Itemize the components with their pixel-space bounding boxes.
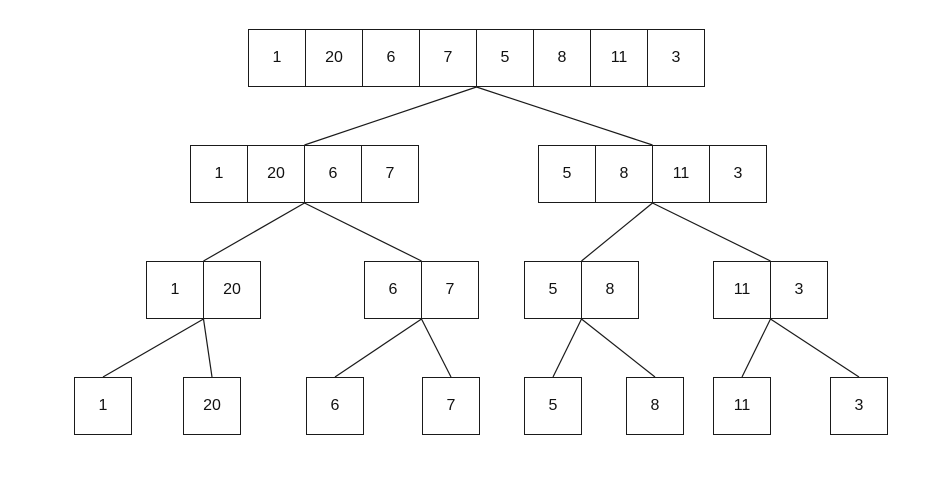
tree-edge	[770, 318, 860, 378]
array-cell: 8	[533, 29, 591, 87]
tree-edge	[581, 202, 653, 262]
tree-node-level-3: 20	[183, 377, 241, 435]
array-cell: 5	[538, 145, 596, 203]
tree-node-level-3: 1	[74, 377, 132, 435]
tree-edge	[741, 318, 772, 378]
tree-node-level-3: 8	[626, 377, 684, 435]
tree-edge	[304, 86, 477, 146]
tree-edge	[420, 318, 452, 378]
tree-edge	[102, 318, 204, 378]
tree-edge	[476, 86, 653, 146]
tree-node-level-3: 3	[830, 377, 888, 435]
tree-node-level-3: 11	[713, 377, 771, 435]
array-cell: 6	[364, 261, 422, 319]
array-cell: 1	[74, 377, 132, 435]
tree-edge	[202, 318, 213, 378]
array-cell: 8	[581, 261, 639, 319]
array-cell: 20	[183, 377, 241, 435]
array-cell: 3	[647, 29, 705, 87]
array-cell: 6	[306, 377, 364, 435]
array-cell: 20	[203, 261, 261, 319]
array-cell: 5	[524, 261, 582, 319]
tree-edge	[581, 318, 656, 378]
array-cell: 20	[247, 145, 305, 203]
tree-node-level-3: 6	[306, 377, 364, 435]
tree-edge	[304, 202, 422, 262]
array-cell: 20	[305, 29, 363, 87]
tree-node-level-3: 5	[524, 377, 582, 435]
array-cell: 3	[770, 261, 828, 319]
tree-edge	[552, 318, 583, 378]
array-cell: 11	[713, 261, 771, 319]
array-cell: 3	[709, 145, 767, 203]
tree-edge	[203, 202, 305, 262]
array-cell: 6	[304, 145, 362, 203]
array-cell: 7	[422, 377, 480, 435]
array-cell: 7	[361, 145, 419, 203]
tree-edge	[334, 318, 422, 378]
array-cell: 5	[476, 29, 534, 87]
array-cell: 8	[595, 145, 653, 203]
array-cell: 1	[146, 261, 204, 319]
tree-node-level-3: 7	[422, 377, 480, 435]
array-cell: 5	[524, 377, 582, 435]
array-cell: 3	[830, 377, 888, 435]
array-cell: 6	[362, 29, 420, 87]
array-cell: 11	[713, 377, 771, 435]
array-cell: 8	[626, 377, 684, 435]
tree-edge	[652, 202, 771, 262]
array-cell: 1	[190, 145, 248, 203]
array-cell: 11	[652, 145, 710, 203]
array-cell: 7	[419, 29, 477, 87]
array-cell: 7	[421, 261, 479, 319]
array-cell: 1	[248, 29, 306, 87]
array-cell: 11	[590, 29, 648, 87]
